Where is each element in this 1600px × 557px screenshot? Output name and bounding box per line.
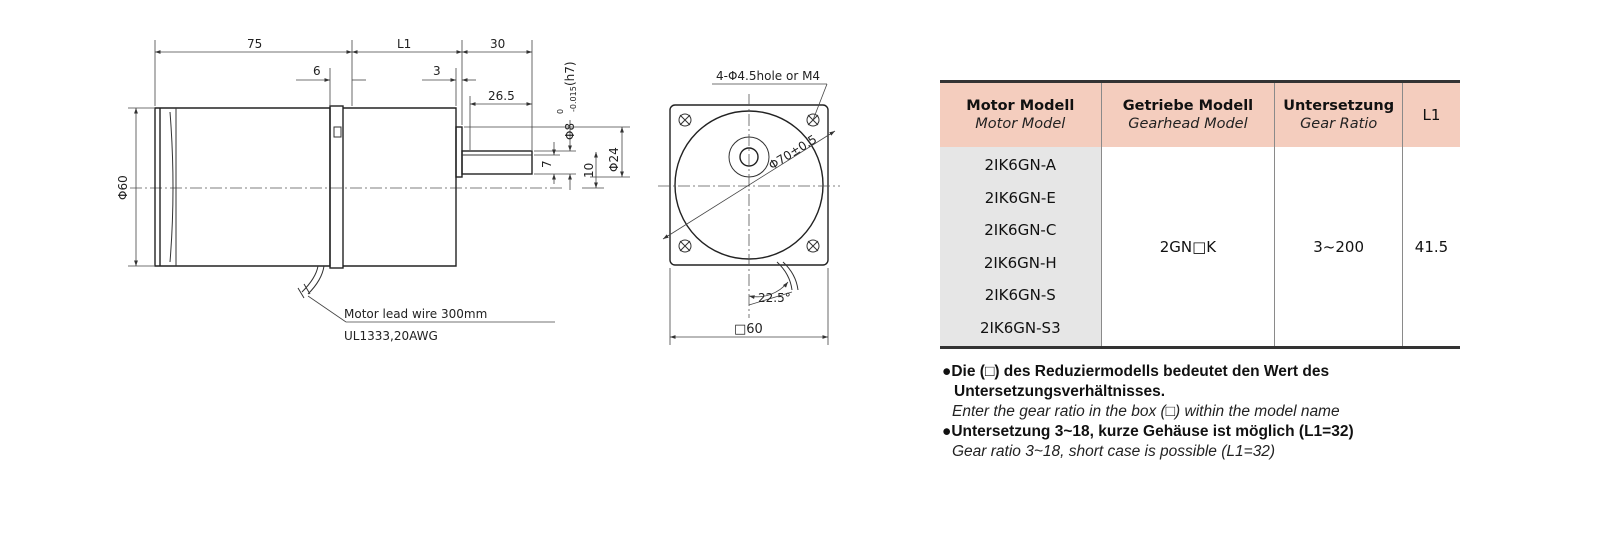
dimension-30: 30	[490, 37, 505, 51]
mounting-hole-label: 4-Φ4.5hole or M4	[716, 69, 820, 83]
dimension-75: 75	[247, 37, 262, 51]
front-view: 4-Φ4.5hole or M4 Φ70±0.5 22.5° □60	[658, 69, 840, 345]
gear-ratio-cell: 3~200	[1274, 147, 1403, 348]
motor-model: 2IK6GN-C	[984, 221, 1057, 239]
dimension-phi8: Φ8	[563, 123, 577, 140]
gearhead-model-cell: 2GN□K	[1100, 147, 1275, 348]
motor-model: 2IK6GN-S	[984, 286, 1056, 304]
spec-table: Motor Modell Motor Model Getriebe Modell…	[940, 80, 1460, 349]
square-dimension: □60	[734, 322, 763, 337]
lead-wire-spec-line2: UL1333,20AWG	[344, 329, 438, 343]
note2-english: Gear ratio 3~18, short case is possible …	[952, 443, 1276, 460]
motor-drawing: Motor lead wire 300mm UL1333,20AWG 75 L1…	[116, 37, 840, 345]
pcd-dimension: Φ70±0.5	[766, 132, 819, 172]
dimension-l1: L1	[397, 37, 411, 51]
motor-model: 2IK6GN-A	[984, 156, 1057, 174]
header-l1: L1	[1401, 81, 1460, 147]
header-motor-model: Motor Modell Motor Model	[940, 81, 1102, 147]
table-header-row: Motor Modell Motor Model Getriebe Modell…	[940, 81, 1460, 147]
motor-model: 2IK6GN-H	[983, 253, 1057, 272]
dimension-6: 6	[313, 64, 321, 78]
motor-model-cell: 2IK6GN-A 2IK6GN-E 2IK6GN-C 2IK6GN-H 2IK6…	[940, 147, 1102, 348]
dimension-phi8-tolerance-lower: -0.015	[569, 86, 578, 112]
table-row: 2IK6GN-A 2IK6GN-E 2IK6GN-C 2IK6GN-H 2IK6…	[940, 147, 1460, 348]
note1-german-line1: ●Die (□) des Reduziermodells bedeutet de…	[942, 363, 1330, 380]
note2-german: ●Untersetzung 3~18, kurze Gehäuse ist mö…	[942, 423, 1354, 440]
mounting-holes	[678, 113, 820, 253]
dimension-phi60: Φ60	[116, 175, 130, 200]
note1-english: Enter the gear ratio in the box (□) with…	[952, 403, 1340, 420]
dimension-phi24: Φ24	[607, 147, 621, 172]
dimension-phi8-tolerance-upper: 0	[556, 109, 565, 114]
header-gear-ratio: Untersetzung Gear Ratio	[1274, 81, 1403, 147]
header-gearhead-model: Getriebe Modell Gearhead Model	[1100, 81, 1275, 147]
side-view: Motor lead wire 300mm UL1333,20AWG 75 L1…	[116, 37, 630, 343]
lead-wire-spec-line1: Motor lead wire 300mm	[344, 307, 487, 321]
dimension-7: 7	[540, 160, 554, 168]
angle-dimension: 22.5°	[758, 291, 791, 305]
dimension-phi8-fit: (h7)	[563, 61, 577, 86]
dimension-3: 3	[433, 64, 441, 78]
l1-cell: 41.5	[1401, 147, 1460, 348]
dimension-26-5: 26.5	[488, 89, 515, 103]
motor-model: 2IK6GN-E	[984, 188, 1056, 207]
motor-model: 2IK6GN-S3	[979, 318, 1061, 337]
dimension-10: 10	[582, 163, 596, 178]
notes: ●Die (□) des Reduziermodells bedeutet de…	[942, 362, 1462, 462]
note1-german-line2: Untersetzungsverhältnisses.	[954, 383, 1166, 400]
